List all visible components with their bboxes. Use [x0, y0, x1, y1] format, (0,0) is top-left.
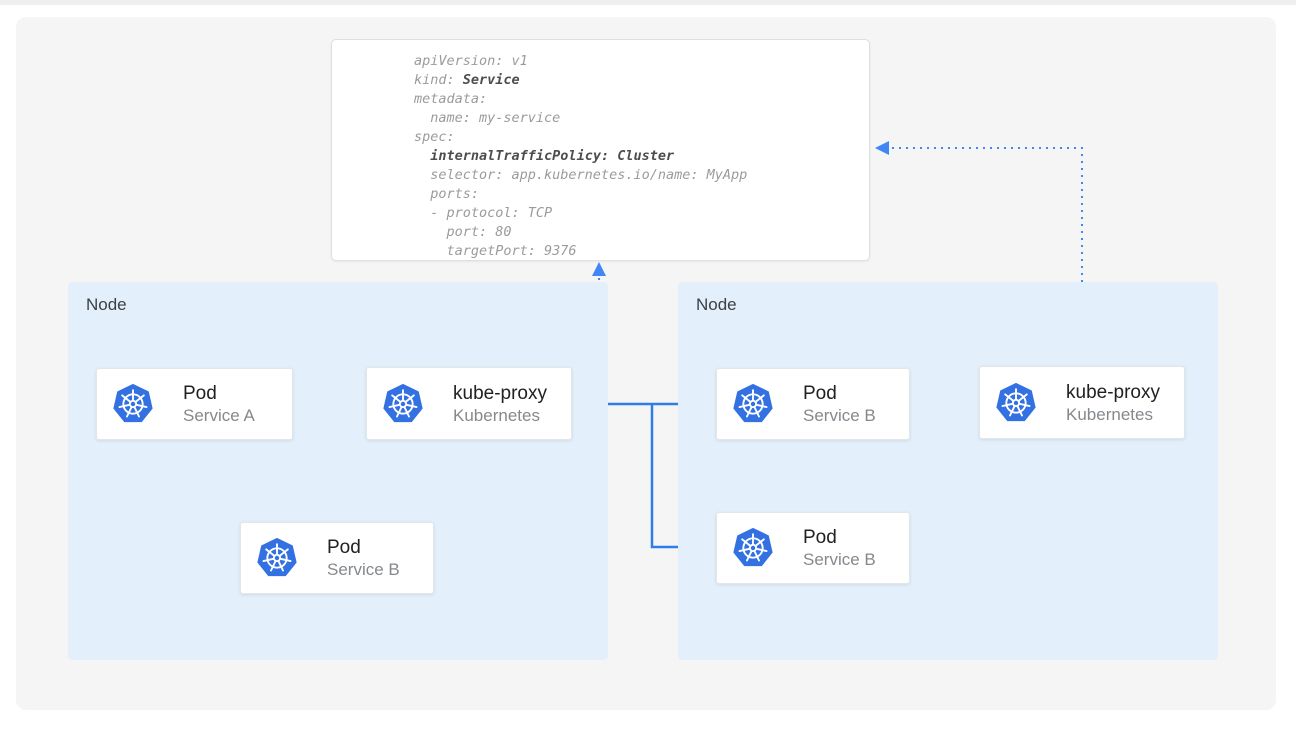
card-title: kube-proxy: [1066, 381, 1160, 403]
node-box-right: Node Pod Service B Pod Service B kube-pr…: [678, 282, 1218, 660]
yaml-line: port: 80: [414, 224, 512, 240]
card-pod-service-b-right-top: Pod Service B: [716, 368, 910, 440]
kubernetes-icon: [112, 383, 154, 425]
yaml-line: metadata:: [414, 91, 488, 107]
card-title: Pod: [183, 383, 217, 404]
card-subtitle: Service B: [803, 550, 876, 569]
yaml-line: ports:: [414, 186, 480, 202]
yaml-line: targetPort: 9376: [414, 243, 577, 259]
card-pod-service-b-left: Pod Service B: [240, 522, 434, 594]
kubernetes-icon: [995, 382, 1037, 424]
node-box-left: Node Pod Service A kube-proxy Kubernetes…: [68, 282, 608, 660]
card-pod-service-a: Pod Service A: [96, 368, 293, 440]
card-title: Pod: [327, 537, 361, 558]
card-subtitle: Service A: [183, 406, 255, 425]
kubernetes-icon: [382, 383, 424, 425]
service-yaml-box: apiVersion: v1 kind: Service metadata: n…: [331, 39, 870, 261]
card-subtitle: Kubernetes: [1066, 404, 1153, 424]
yaml-line: apiVersion: v1: [414, 53, 528, 69]
node-label: Node: [86, 295, 127, 314]
card-kube-proxy-right: kube-proxy Kubernetes: [979, 366, 1185, 439]
yaml-line: selector: app.kubernetes.io/name: MyApp: [414, 167, 748, 183]
yaml-line: spec:: [414, 129, 455, 145]
kubernetes-icon: [732, 383, 774, 425]
card-subtitle: Service B: [803, 406, 876, 425]
card-subtitle: Service B: [327, 560, 400, 579]
kubernetes-icon: [256, 537, 298, 579]
card-pod-service-b-right-bottom: Pod Service B: [716, 512, 910, 584]
yaml-line: name: my-service: [414, 110, 561, 126]
top-divider: [0, 0, 1296, 5]
card-title: Pod: [803, 383, 837, 404]
yaml-line: kind: Service: [414, 72, 520, 88]
card-title: Pod: [803, 527, 837, 548]
card-subtitle: Kubernetes: [453, 405, 540, 425]
card-kube-proxy-left: kube-proxy Kubernetes: [366, 367, 572, 440]
kubernetes-icon: [732, 527, 774, 569]
yaml-line: - protocol: TCP: [414, 205, 553, 221]
yaml-line: internalTrafficPolicy: Cluster: [430, 148, 675, 164]
node-label: Node: [696, 295, 737, 314]
card-title: kube-proxy: [453, 382, 547, 404]
